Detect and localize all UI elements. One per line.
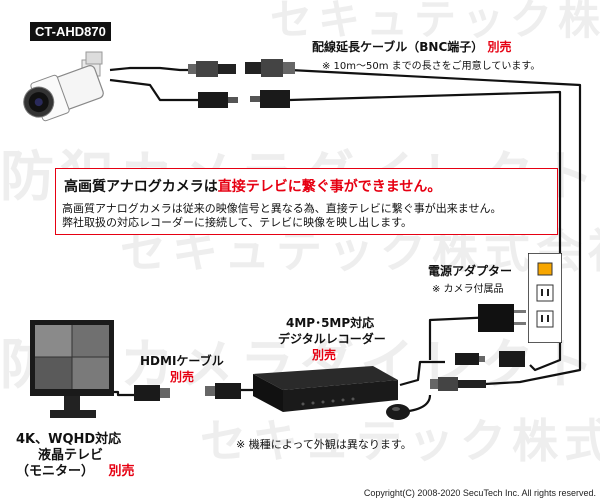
cable-title: 配線延長ケーブル（BNC端子） 別売 xyxy=(312,38,511,55)
cable-sold-separately: 別売 xyxy=(487,40,512,54)
camera-icon xyxy=(23,51,104,122)
extension-power-line xyxy=(289,90,562,372)
monitor-sold-separately: 別売 xyxy=(108,464,135,479)
power-adapter-icon xyxy=(478,304,526,332)
watermark-line-5: セキュテック株式会社 xyxy=(200,414,600,468)
recorder-title-line-1: 4MP･5MP対応 xyxy=(286,316,375,330)
copyright-text: Copyright(C) 2008-2020 SecuTech Inc. All… xyxy=(363,488,596,498)
bnc-connector-right-icon xyxy=(245,59,295,77)
adapter-note: ※ カメラ付属品 xyxy=(432,284,504,295)
adapter-title: 電源アダプター xyxy=(428,264,513,278)
recorder-title-line-2: デジタルレコーダー xyxy=(278,332,386,346)
hdmi-plug-right-icon xyxy=(205,383,241,399)
dc-plug-right-icon xyxy=(250,90,290,108)
watermark-line-1: セキュテック株式会社 xyxy=(270,0,600,44)
monitor-title-line-1: 4K、WQHD対応 xyxy=(16,432,122,447)
monitor-icon xyxy=(30,320,114,418)
hdmi-title: HDMIケーブル xyxy=(140,354,224,368)
notice-line-2: 弊社取扱の対応レコーダーに接続して、テレビに映像を映し出します。 xyxy=(62,216,413,229)
appearance-note: ※ 機種によって外観は異なります。 xyxy=(236,438,412,451)
monitor-title-line-2: 液晶テレビ xyxy=(38,448,104,463)
dc-plug-left-icon xyxy=(198,92,238,108)
camera-model-label: CT-AHD870 xyxy=(30,22,111,41)
notice-box: 高画質アナログカメラは直接テレビに繋ぐ事ができません。 高画質アナログカメラは従… xyxy=(55,168,558,235)
cable-length-note: ※ 10m～50m までの長さをご用意しています。 xyxy=(322,61,541,72)
camera-power-tail xyxy=(109,78,200,102)
adapter-cord xyxy=(428,315,496,360)
dc-connector-pair-icon xyxy=(455,351,525,367)
hdmi-sold-separately: 別売 xyxy=(170,370,195,384)
notice-line-1: 高画質アナログカメラは従来の映像信号と異なる為、直接テレビに繋ぐ事が出来ません。 xyxy=(62,202,502,215)
digital-recorder-icon xyxy=(253,366,398,412)
hdmi-plug-left-icon xyxy=(134,385,170,401)
extension-video-line xyxy=(289,68,582,386)
cable-title-text: 配線延長ケーブル（BNC端子） xyxy=(312,40,484,54)
camera-video-tail xyxy=(109,66,195,72)
bnc-connector-recorder-icon xyxy=(430,377,486,391)
notice-lead: 高画質アナログカメラは xyxy=(64,179,218,195)
recorder-input-line xyxy=(399,360,445,387)
mouse-icon xyxy=(386,404,410,420)
wall-outlet-icon xyxy=(528,253,562,343)
recorder-sold-separately: 別売 xyxy=(312,348,337,362)
monitor-title-line-3-text: （モニター） xyxy=(16,464,95,479)
monitor-title-line-3: （モニター） 別売 xyxy=(16,460,135,479)
notice-emphasis: 直接テレビに繋ぐ事ができません。 xyxy=(217,179,442,195)
bnc-connector-left-icon xyxy=(188,61,236,77)
notice-headline: 高画質アナログカメラは直接テレビに繋ぐ事ができません。 xyxy=(64,176,551,196)
